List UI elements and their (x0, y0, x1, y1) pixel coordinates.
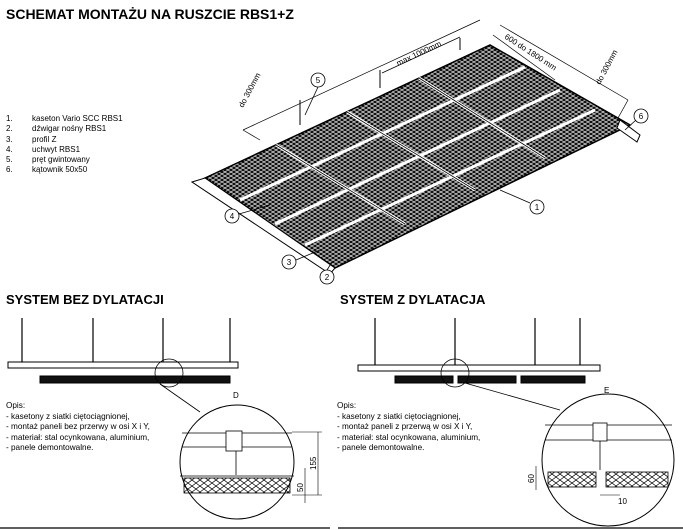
legend-item: 1. kaseton Vario SCC RBS1 (6, 114, 123, 124)
detail-label-d: D (233, 391, 239, 400)
legend-number: 1. (6, 114, 13, 123)
description-left: Opis: - kasetony z siatki cięto­ciągnion… (6, 401, 150, 454)
detail-label-e: E (604, 386, 609, 395)
callout-5 (310, 72, 326, 88)
heading-with-expansion: SYSTEM Z DYLATACJA (340, 292, 486, 307)
legend-text: uchwyt RBS1 (32, 144, 81, 154)
callout-label: 6 (639, 112, 644, 121)
dim-155: 155 (309, 456, 318, 470)
callout-3 (281, 254, 297, 270)
callout-label: 4 (230, 212, 235, 221)
dim-60: 60 (527, 474, 536, 483)
callout-1 (529, 199, 545, 215)
callout-6 (633, 108, 649, 124)
legend-item: 2. dźwigar nośny RBS1 (6, 124, 123, 134)
dim-10: 10 (618, 497, 627, 506)
legend-number: 5. (6, 155, 13, 165)
legend-item: 5. pręt gwintowany (6, 155, 123, 165)
legend-number: 2. (6, 124, 13, 134)
callout-2 (319, 269, 335, 285)
description-item: - panele demontowalne. (337, 443, 425, 452)
description-item: - materiał: stal ocynkowana, aluminium, (337, 432, 481, 442)
callout-label: 1 (535, 203, 540, 212)
description-item: - montaż paneli bez przerwy w osi X i Y, (6, 422, 150, 431)
legend-number: 3. (6, 134, 13, 144)
legend-text: profil Z (32, 134, 57, 144)
legend-text: kaseton Vario SCC RBS1 (32, 114, 123, 123)
dim-do-300-left: do 300mm (237, 71, 263, 109)
callout-4 (224, 208, 240, 224)
elevation-no-expansion (7, 318, 322, 520)
callout-label: 5 (316, 76, 321, 85)
legend-text: kątownik 50x50 (32, 165, 88, 175)
description-item: - kasetony z siatki cięto­ciągnionej, (337, 411, 461, 421)
description-title: Opis: (6, 401, 26, 410)
description-item: - materiał: stal ocynkowana, aluminium, (6, 432, 150, 442)
dim-50: 50 (296, 483, 305, 492)
legend-text: pręt gwintowany (32, 155, 90, 165)
callout-label: 2 (325, 273, 330, 282)
legend-number: 6. (6, 165, 13, 175)
description-title: Opis: (337, 401, 357, 410)
page-title: SCHEMAT MONTAŻU NA RUSZCIE RBS1+Z (6, 6, 294, 22)
description-right: Opis: - kasetony z siatki cięto­ciągnion… (337, 401, 480, 454)
heading-no-expansion: SYSTEM BEZ DYLATACJI (6, 292, 164, 307)
legend-item: 6. kątownik 50x50 (6, 165, 123, 175)
dim-max-1000: max 1000mm (395, 39, 443, 68)
description-item: - panele demontowalne. (6, 443, 94, 452)
dim-do-300-right: do 300mm (594, 48, 620, 86)
description-item: - montaż paneli z przerwą w osi X i Y, (337, 422, 473, 431)
legend-text: dźwigar nośny RBS1 (32, 124, 107, 134)
legend-number: 4. (6, 144, 13, 154)
description-item: - kasetony z siatki cięto­ciągnionej, (6, 411, 130, 421)
legend-item: 4. uchwyt RBS1 (6, 145, 123, 155)
isometric-ceiling-grid: max 1000mm 600 do 1800 mm do 300mm do 30… (190, 19, 641, 275)
parts-legend: 1. kaseton Vario SCC RBS1 2. dźwigar nośny… (6, 114, 123, 176)
elevation-with-expansion (357, 318, 675, 527)
callout-label: 3 (287, 258, 292, 267)
legend-item: 3. profil Z (6, 135, 123, 145)
